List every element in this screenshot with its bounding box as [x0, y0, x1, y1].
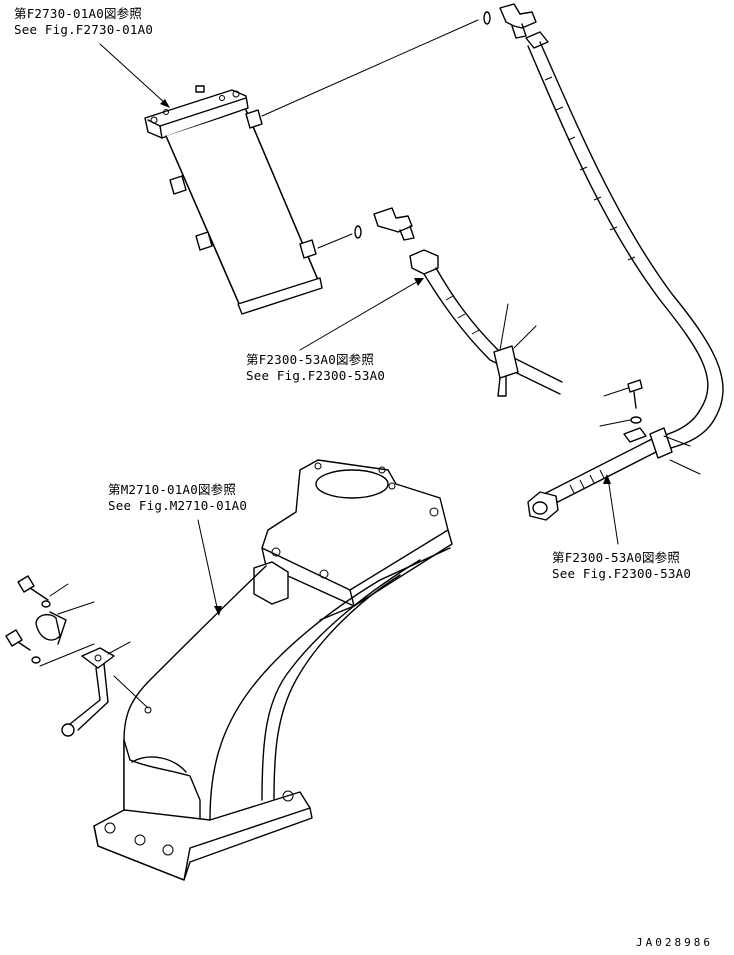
- filter-canister: [144, 85, 323, 315]
- leader-ref-3: [197, 519, 219, 613]
- leader-ref-4: [607, 477, 619, 545]
- reference-label: 第F2300-53A0図参照 See Fig.F2300-53A0: [246, 352, 385, 384]
- clamp-bolt-right: [599, 379, 701, 475]
- reference-line-en: See Fig.M2710-01A0: [108, 498, 248, 513]
- mounting-bracket: [93, 459, 453, 881]
- short-hose: [409, 249, 563, 397]
- reference-label: 第F2730-01A0図参照 See Fig.F2730-01A0: [14, 6, 153, 38]
- reference-label: 第M2710-01A0図参照 See Fig.M2710-01A0: [108, 482, 247, 514]
- leader-top: [261, 19, 479, 117]
- arrow-ref-2: [414, 278, 424, 286]
- mid-elbow-fitting: [317, 207, 415, 249]
- small-bracket-parts: [5, 575, 149, 737]
- reference-line-en: See Fig.F2730-01A0: [14, 22, 154, 37]
- drawing-code: JA028986: [636, 936, 713, 949]
- reference-line-en: See Fig.F2300-53A0: [246, 368, 386, 383]
- long-hose: [525, 31, 724, 521]
- leader-ref-1: [99, 43, 167, 105]
- arrow-ref-3: [214, 606, 222, 616]
- arrow-ref-4: [603, 474, 611, 484]
- leader-ref-2: [299, 279, 421, 351]
- reference-line-jp: 第F2300-53A0図参照: [552, 550, 681, 565]
- reference-line-jp: 第M2710-01A0図参照: [108, 482, 237, 497]
- reference-line-en: See Fig.F2300-53A0: [552, 566, 692, 581]
- reference-line-jp: 第F2300-53A0図参照: [246, 352, 375, 367]
- reference-label: 第F2300-53A0図参照 See Fig.F2300-53A0: [552, 550, 691, 582]
- top-elbow-fitting: [483, 3, 537, 39]
- arrow-ref-1: [160, 99, 170, 108]
- reference-line-jp: 第F2730-01A0図参照: [14, 6, 143, 21]
